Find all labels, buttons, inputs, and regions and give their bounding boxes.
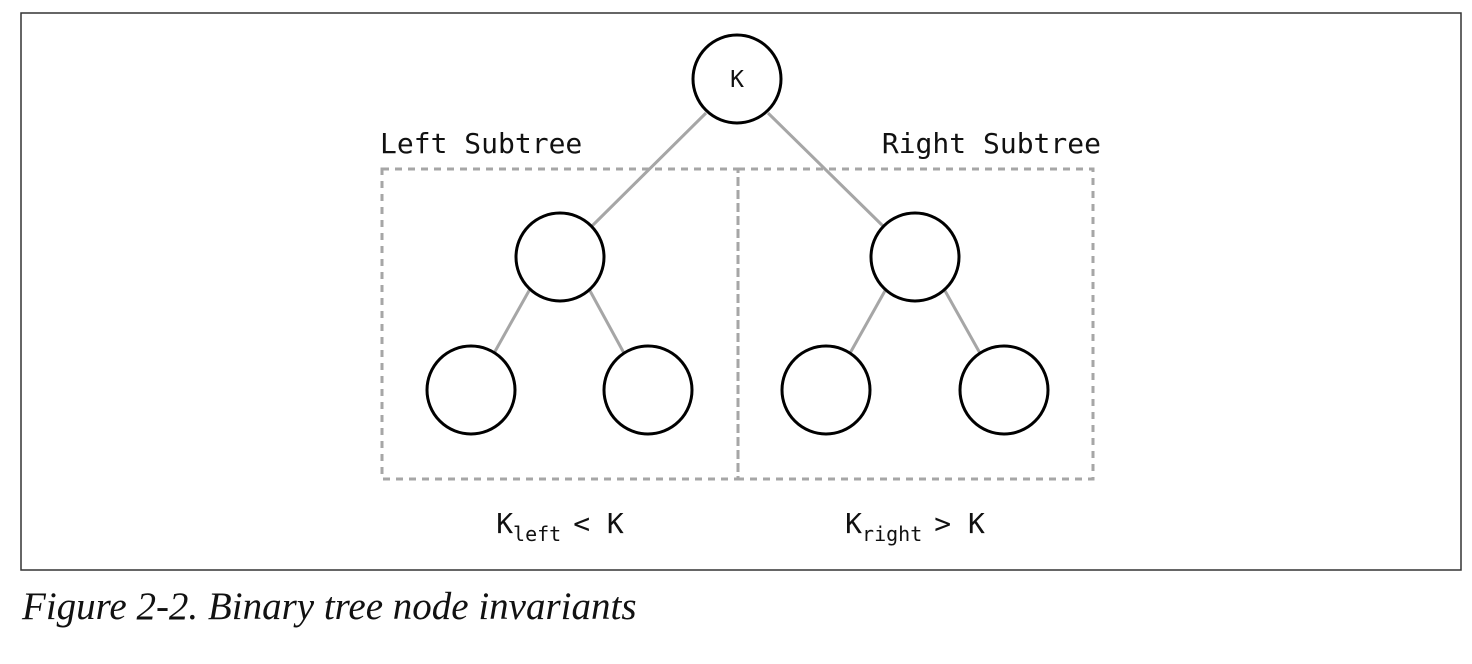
root-node-label: K [730,67,744,93]
left-invariant-base: K [496,507,513,540]
edge-root-right [766,111,886,229]
left-left-leaf-node [425,344,517,436]
left-invariant-formula: Kleft < K [496,507,624,546]
right-right-leaf-node [958,344,1050,436]
left-subtree-label: Left Subtree [380,127,582,160]
edge-right-rightleaf [942,288,983,356]
right-left-leaf-node [780,344,872,436]
figure-frame [20,12,1462,571]
left-invariant-subscript: left [513,522,561,546]
figure-caption: Figure 2-2. Binary tree node invariants [22,585,637,628]
edge-root-left [589,111,708,229]
right-invariant-base: K [845,507,862,540]
edge-left-leftleaf [491,288,532,356]
left-child-node [514,211,606,303]
root-node [691,33,783,125]
right-invariant-formula: Kright > K [845,507,985,546]
right-child-node [869,211,961,303]
edge-left-rightleaf [587,288,627,356]
right-subtree-label: Right Subtree [882,127,1101,160]
right-subtree-box [736,167,1095,481]
right-invariant-subscript: right [862,522,922,546]
left-right-leaf-node [602,344,694,436]
edge-right-leftleaf [847,288,888,356]
right-invariant-relation: > K [934,507,985,540]
left-invariant-relation: < K [573,507,624,540]
